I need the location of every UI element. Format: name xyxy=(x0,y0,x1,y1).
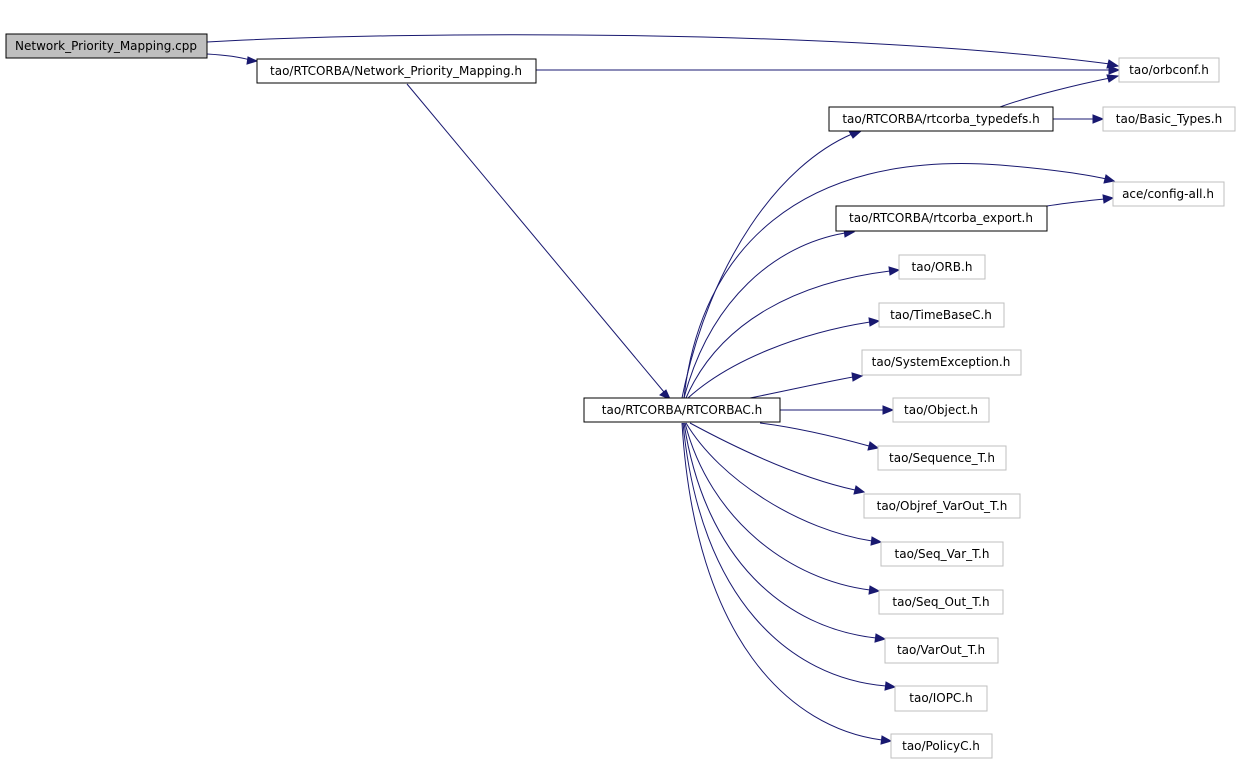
arrowhead xyxy=(870,536,883,546)
edge-root-to-orbconf xyxy=(206,34,1111,65)
nodes: Network_Priority_Mapping.cpp tao/RTCORBA… xyxy=(5,33,1236,759)
node-rtcorbac[interactable]: tao/RTCORBA/RTCORBAC.h xyxy=(583,397,781,423)
arrowhead xyxy=(874,633,887,643)
node-orbconf[interactable]: tao/orbconf.h xyxy=(1118,57,1220,83)
arrowhead xyxy=(884,681,897,691)
arrowhead xyxy=(246,56,259,65)
arrowhead xyxy=(868,585,881,595)
arrowhead xyxy=(1103,174,1116,184)
node-npm-h[interactable]: tao/RTCORBA/Network_Priority_Mapping.h xyxy=(256,58,537,84)
edges xyxy=(206,34,1121,745)
edge-rtcorbac-to-timebasec xyxy=(687,321,871,399)
node-label: tao/Sequence_T.h xyxy=(889,451,995,465)
node-seq-var[interactable]: tao/Seq_Var_T.h xyxy=(880,541,1004,567)
node-label: tao/RTCORBA/Network_Priority_Mapping.h xyxy=(270,64,522,78)
node-object[interactable]: tao/Object.h xyxy=(892,397,990,423)
edge-export-to-config-all xyxy=(1046,198,1105,207)
node-label: tao/VarOut_T.h xyxy=(897,643,985,657)
arrowhead xyxy=(851,372,864,382)
node-orb[interactable]: tao/ORB.h xyxy=(898,254,986,280)
node-basic-types[interactable]: tao/Basic_Types.h xyxy=(1102,106,1236,132)
node-label: tao/RTCORBA/RTCORBAC.h xyxy=(602,403,762,417)
edge-rtcorbac-to-policyc xyxy=(681,422,883,741)
edge-rtcorbac-to-seq-var xyxy=(685,422,873,542)
node-config-all[interactable]: ace/config-all.h xyxy=(1112,181,1225,207)
arrowhead xyxy=(888,266,901,276)
node-label: tao/Basic_Types.h xyxy=(1116,112,1222,126)
edge-rtcorbac-to-export xyxy=(683,232,846,399)
arrowhead xyxy=(882,405,895,415)
node-label: Network_Priority_Mapping.cpp xyxy=(15,39,197,53)
edge-rtcorbac-to-config-all xyxy=(683,163,1107,399)
edge-rtcorbac-to-varout xyxy=(683,422,877,639)
node-label: tao/ORB.h xyxy=(912,260,973,274)
node-label: tao/RTCORBA/rtcorba_typedefs.h xyxy=(842,112,1039,126)
node-seq-out[interactable]: tao/Seq_Out_T.h xyxy=(878,589,1004,615)
node-timebasec[interactable]: tao/TimeBaseC.h xyxy=(878,302,1005,328)
edge-rtcorbac-to-seq-out xyxy=(684,422,871,591)
node-label: ace/config-all.h xyxy=(1122,187,1214,201)
arrowhead xyxy=(880,735,893,745)
arrowhead xyxy=(853,485,866,495)
node-label: tao/SystemException.h xyxy=(872,355,1011,369)
edge-rtcorbac-to-sysexc xyxy=(749,376,854,399)
edge-rtcorbac-to-typedefs xyxy=(681,133,853,399)
node-typedefs[interactable]: tao/RTCORBA/rtcorba_typedefs.h xyxy=(828,106,1054,132)
node-label: tao/PolicyC.h xyxy=(902,739,980,753)
node-varout[interactable]: tao/VarOut_T.h xyxy=(884,637,999,664)
node-policyc[interactable]: tao/PolicyC.h xyxy=(890,733,993,759)
node-label: tao/Seq_Out_T.h xyxy=(892,595,989,609)
edge-rtcorbac-to-iopc xyxy=(682,422,887,687)
edge-rtcorbac-to-sequence-t xyxy=(759,422,870,447)
node-label: tao/Seq_Var_T.h xyxy=(895,547,990,561)
edge-typedefs-to-orbconf xyxy=(999,77,1111,108)
arrowhead xyxy=(868,317,881,327)
arrowhead xyxy=(1108,65,1121,75)
node-label: tao/Objref_VarOut_T.h xyxy=(877,499,1008,513)
node-sequence-t[interactable]: tao/Sequence_T.h xyxy=(877,445,1007,471)
arrowhead xyxy=(848,130,863,139)
edge-npm-h-to-rtcorbac xyxy=(406,83,665,393)
arrowhead xyxy=(1102,194,1115,204)
arrowhead xyxy=(1106,74,1120,83)
arrowhead xyxy=(659,389,671,400)
node-label: tao/RTCORBA/rtcorba_export.h xyxy=(849,211,1033,225)
node-rtcorba-export[interactable]: tao/RTCORBA/rtcorba_export.h xyxy=(835,205,1048,232)
arrowhead xyxy=(867,441,880,451)
arrowhead xyxy=(1092,114,1105,124)
node-objref-varout[interactable]: tao/Objref_VarOut_T.h xyxy=(863,493,1021,519)
node-label: tao/TimeBaseC.h xyxy=(890,308,992,322)
node-sysexc[interactable]: tao/SystemException.h xyxy=(861,349,1022,376)
node-label: tao/Object.h xyxy=(904,403,978,417)
node-iopc[interactable]: tao/IOPC.h xyxy=(894,685,988,712)
edge-root-to-npm-h xyxy=(206,53,251,61)
node-label: tao/orbconf.h xyxy=(1129,63,1209,77)
node-label: tao/IOPC.h xyxy=(909,691,972,705)
edge-rtcorbac-to-objref-varout xyxy=(689,422,856,491)
edge-rtcorbac-to-orb xyxy=(685,270,891,399)
node-root[interactable]: Network_Priority_Mapping.cpp xyxy=(5,33,208,59)
